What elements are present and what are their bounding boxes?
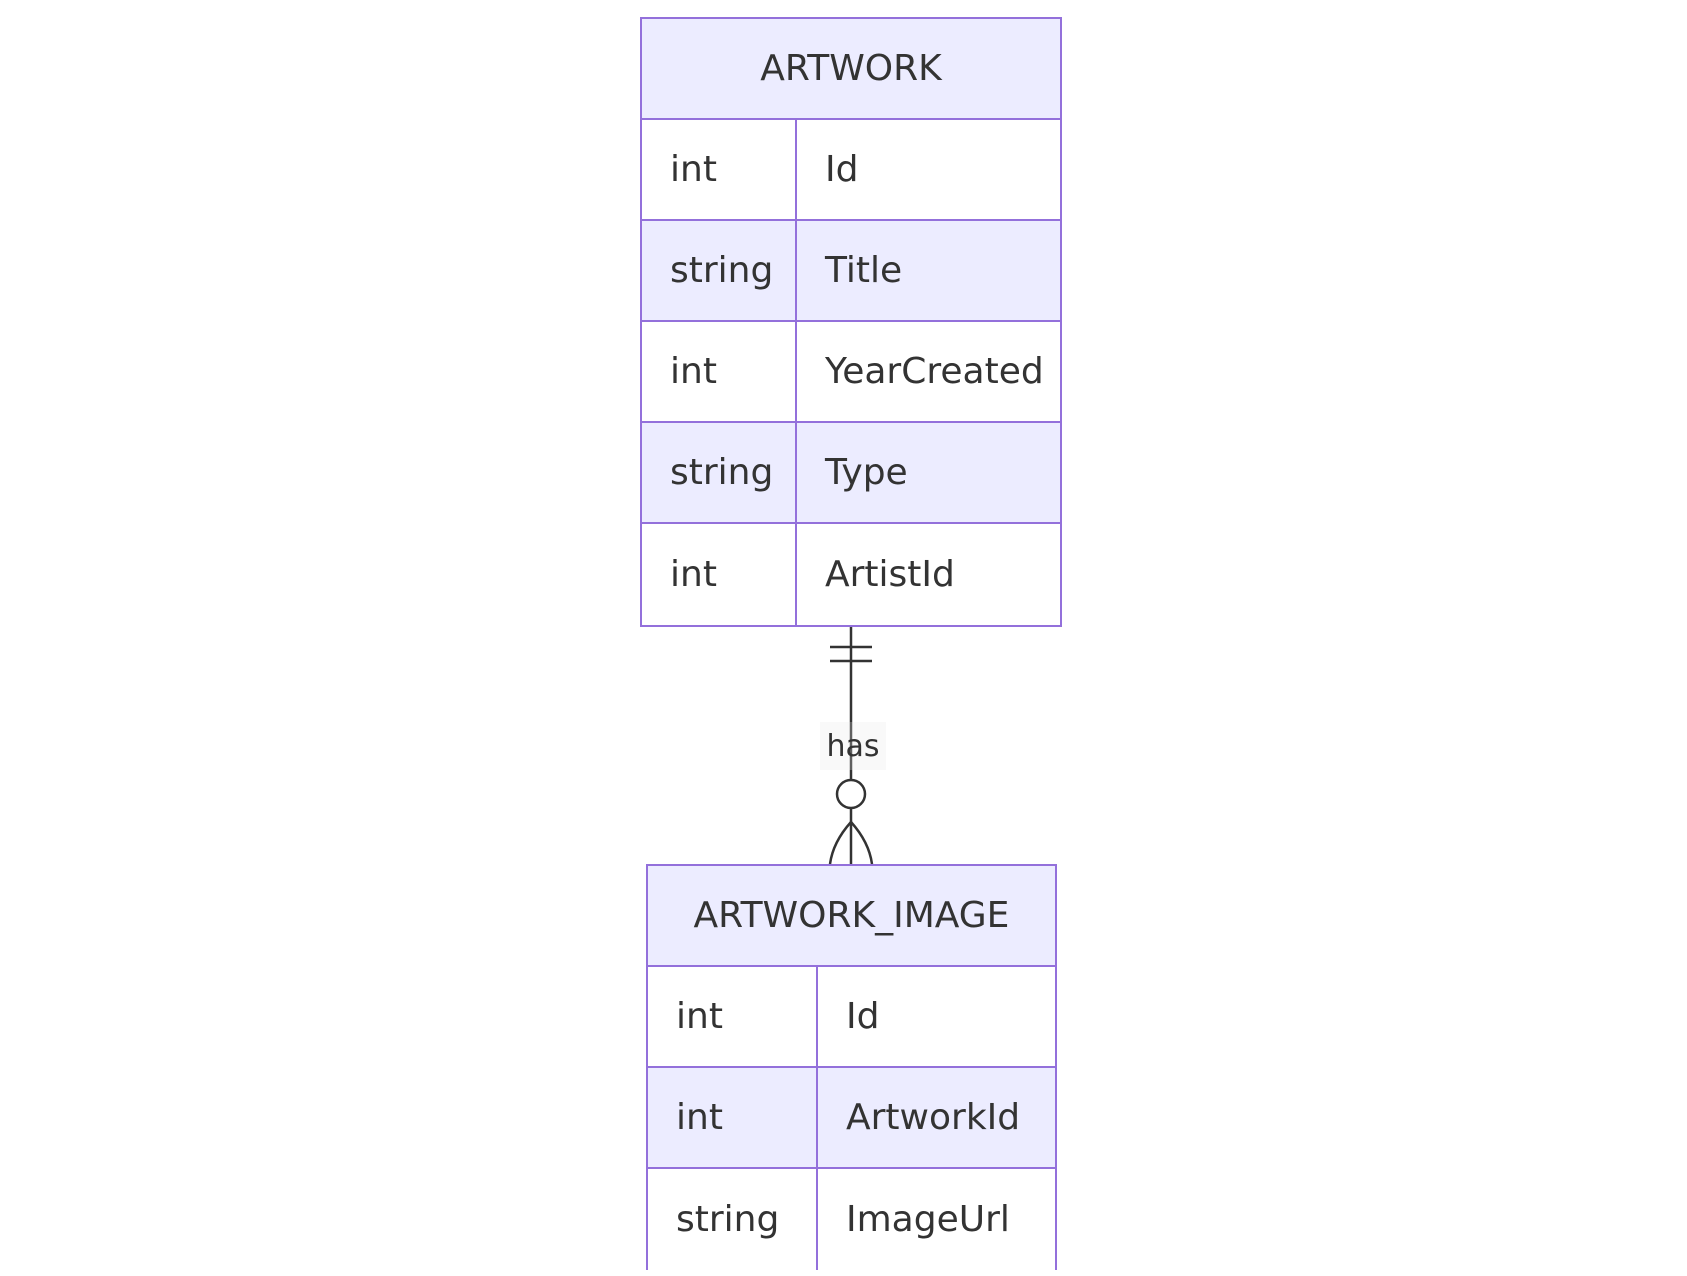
entity-artwork[interactable]: ARTWORK int Id string Title int YearCrea… — [640, 17, 1062, 627]
attribute-row: int Id — [642, 120, 1060, 221]
attribute-type: int — [642, 524, 797, 625]
many-marker — [828, 821, 852, 865]
attribute-type: string — [648, 1169, 818, 1270]
attribute-name: YearCreated — [825, 351, 1044, 392]
attribute-row: int YearCreated — [642, 322, 1060, 423]
attribute-row: int ArtworkId — [648, 1068, 1055, 1169]
entity-title: ARTWORK — [642, 19, 1060, 120]
attribute-name: Id — [846, 996, 880, 1037]
attribute-row: string Type — [642, 423, 1060, 524]
attribute-row: string ImageUrl — [648, 1169, 1055, 1270]
attribute-name: Id — [825, 149, 859, 190]
entity-artwork-image[interactable]: ARTWORK_IMAGE int Id int ArtworkId strin… — [646, 864, 1057, 1270]
entity-title: ARTWORK_IMAGE — [648, 866, 1055, 967]
attribute-type: int — [642, 322, 797, 421]
attribute-row: int Id — [648, 967, 1055, 1068]
attribute-type: int — [648, 967, 818, 1066]
attribute-type: int — [642, 120, 797, 219]
attribute-name: Type — [825, 452, 908, 493]
zero-marker — [835, 778, 867, 810]
attribute-type: string — [642, 423, 797, 522]
attribute-name: Title — [825, 250, 903, 291]
attribute-name: ArtistId — [825, 554, 955, 595]
many-marker — [850, 821, 874, 865]
relationship-label: has — [820, 722, 886, 770]
attribute-row: int ArtistId — [642, 524, 1060, 625]
attribute-row: string Title — [642, 221, 1060, 322]
attribute-type: string — [642, 221, 797, 320]
attribute-name: ImageUrl — [846, 1199, 1010, 1240]
attribute-name: ArtworkId — [846, 1097, 1021, 1138]
attribute-type: int — [648, 1068, 818, 1167]
